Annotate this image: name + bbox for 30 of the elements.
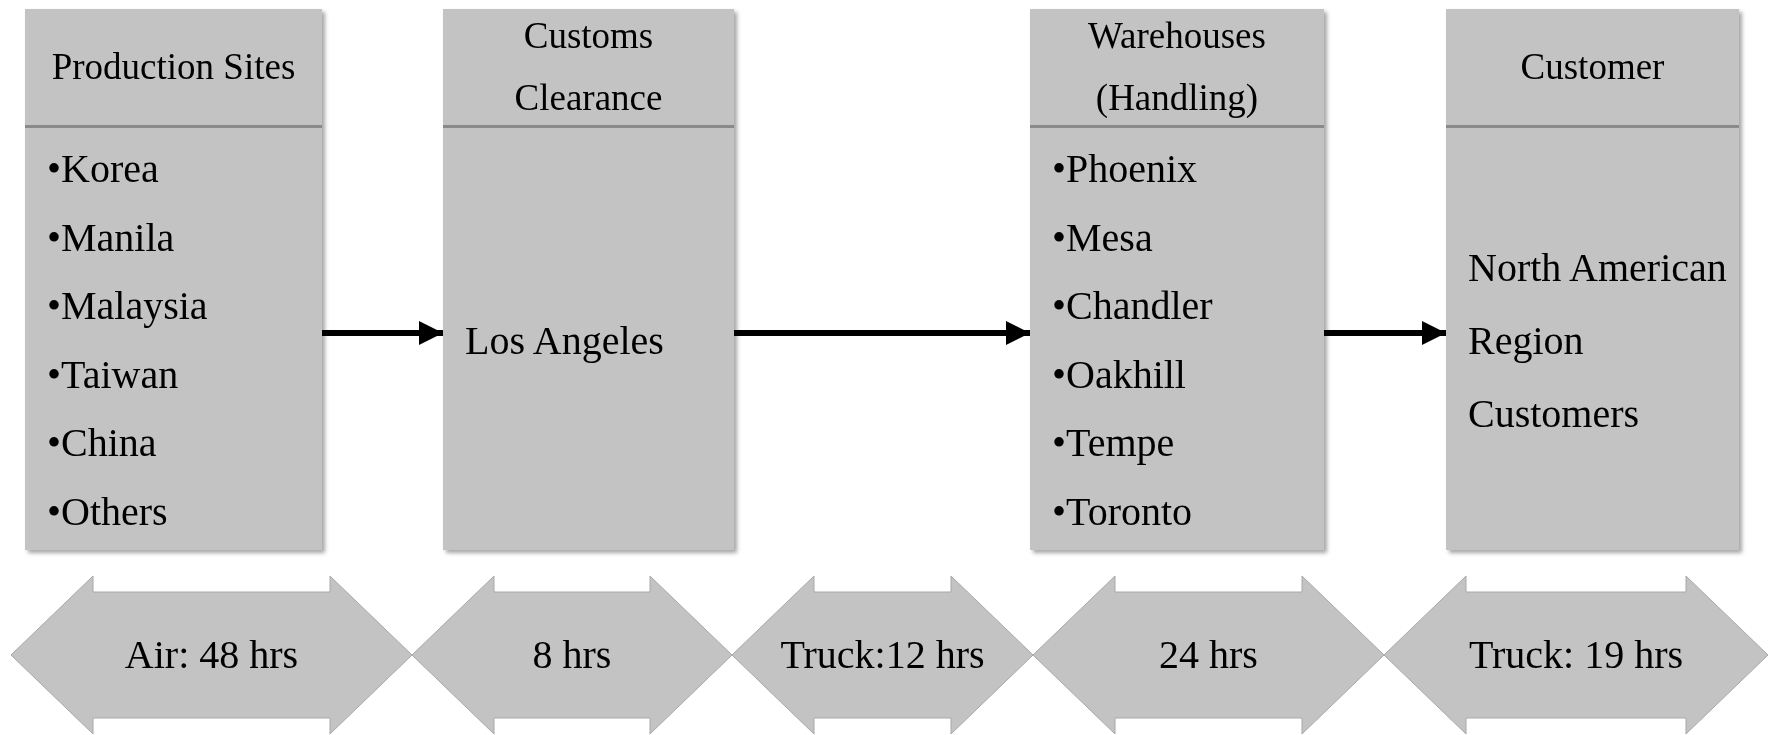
stage-box xyxy=(1030,9,1324,550)
transit-time: Truck:12 hrs xyxy=(780,631,985,679)
location-item: •China xyxy=(47,419,157,468)
transit-time: 24 hrs xyxy=(1159,631,1258,679)
stage-heading: Warehouses (Handling) xyxy=(1087,14,1267,120)
location-item: •Oakhill xyxy=(1052,350,1186,399)
transit-time: 8 hrs xyxy=(532,631,612,679)
location-item: •Phoenix xyxy=(1052,145,1198,194)
location-item: •Korea xyxy=(47,145,159,194)
location-item: •Mesa xyxy=(1052,213,1153,262)
transit-time: Truck: 19 hrs xyxy=(1468,631,1684,679)
stage-box xyxy=(1446,9,1739,550)
arrow xyxy=(322,321,443,345)
location-item: •Toronto xyxy=(1052,487,1193,536)
stage-description: Los Angeles xyxy=(465,317,665,365)
stage-heading: Customs Clearance xyxy=(513,14,664,120)
stage-box xyxy=(25,9,322,550)
stage-heading: Production Sites xyxy=(50,45,297,89)
stage-description: North American Region Customers xyxy=(1468,244,1728,438)
location-item: •Tempe xyxy=(1052,419,1175,468)
stage-box xyxy=(443,9,734,550)
arrow xyxy=(1324,321,1446,345)
stage-heading: Customer xyxy=(1519,45,1666,89)
location-item: •Malaysia xyxy=(47,282,208,331)
location-item: •Others xyxy=(47,487,168,536)
arrow xyxy=(734,321,1030,345)
location-item: •Chandler xyxy=(1052,282,1213,331)
location-item: •Manila xyxy=(47,213,175,262)
location-item: •Taiwan xyxy=(47,350,179,399)
transit-time: Air: 48 hrs xyxy=(124,631,299,679)
